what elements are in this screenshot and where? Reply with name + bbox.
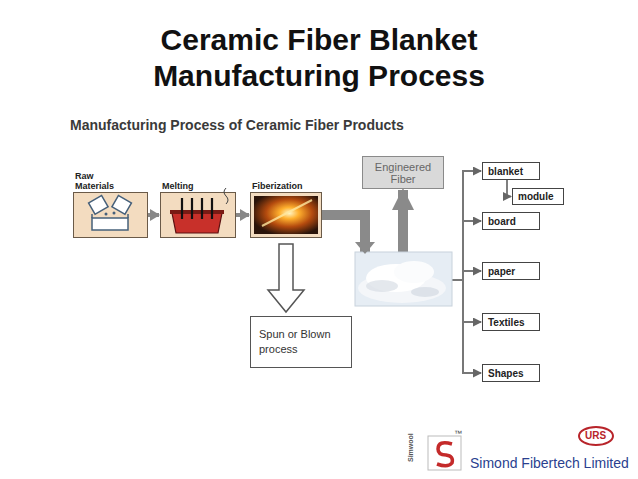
flow-arrow [322,190,403,262]
output-box: Textiles [482,313,540,331]
process-box: Raw Materials [73,192,148,238]
furnace-icon [170,188,228,233]
fume-line [224,188,228,204]
box-text: Spun or Blown process [259,327,343,357]
grain-dot [105,213,108,216]
fiber-stream [262,200,312,226]
pile-shape [394,261,434,283]
step-heading: Raw Materials [75,171,117,191]
fiberization-photo [254,196,318,234]
box-text: blanket [488,166,523,177]
furnace-body [172,213,222,233]
simwool-logo-mark [437,443,452,466]
pile-shape [358,273,446,303]
pile-shade [411,287,439,297]
output-box: module [512,188,564,205]
output-box: Shapes [482,364,540,382]
company-name: Simond Fibertech Limited [470,455,629,471]
tray-shape [92,218,128,230]
trademark-mark: ™ [454,429,462,438]
box-text: board [488,216,516,227]
product-box: Engineered Fiber [362,156,444,189]
electrode-line [182,198,212,219]
box-text: Engineered Fiber [363,161,443,185]
company-logos [428,427,613,470]
pile-shape [366,264,426,292]
pile-background [355,252,452,306]
box-text: Textiles [488,317,525,328]
hollow-arrow [268,244,304,312]
flame-image [254,196,318,234]
output-box: paper [482,262,540,280]
grain-dot [113,212,116,215]
logo-text: Simwool [407,433,414,462]
trunk-arrow-head [355,242,375,254]
urs-logo-oval [579,427,613,445]
output-box: blanket [482,162,540,180]
pile-shade [366,280,398,292]
logo-text: URS [585,430,606,441]
fiber-pile-photo [355,242,452,306]
box-text: paper [488,266,515,277]
raw-materials-icon [89,195,132,230]
figure-subtitle: Manufacturing Process of Ceramic Fiber P… [70,117,404,133]
flow-arrow [507,180,511,197]
furnace-rim [170,210,224,214]
process-box: Melting [160,192,236,238]
output-box: board [482,212,540,230]
step-heading: Fiberization [252,181,322,191]
diagram-title: Ceramic Fiber Blanket Manufacturing Proc… [99,22,539,94]
box-text: module [518,191,554,202]
step-heading: Melting [162,181,232,191]
bin-shape [112,195,131,214]
note-box: Spun or Blown process [250,316,352,368]
bin-shape [89,195,108,214]
process-box: Fiberization [250,192,322,238]
simwool-logo-frame [428,436,461,470]
tray-rim [92,214,128,218]
box-text: Shapes [488,368,524,379]
flow-arrow [236,213,249,217]
flow-arrow [148,213,159,217]
